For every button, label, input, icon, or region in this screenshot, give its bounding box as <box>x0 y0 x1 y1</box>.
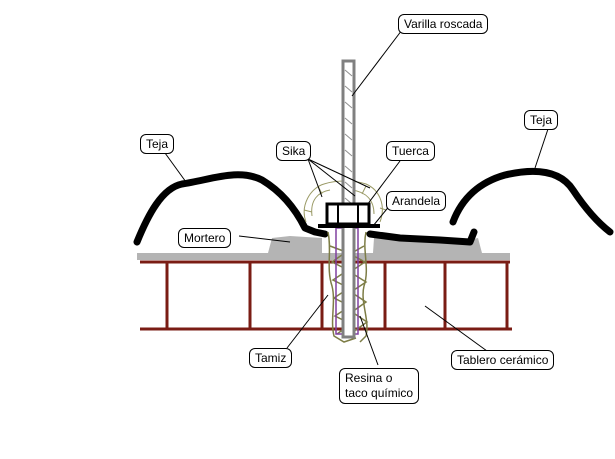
ceramic-board <box>140 260 512 331</box>
label-resin-line1: Resina o <box>345 371 393 385</box>
label-sika: Sika <box>276 141 312 161</box>
label-mesh: Tamiz <box>249 348 293 368</box>
label-mortar: Mortero <box>178 228 232 248</box>
label-resin: Resina o taco químico <box>339 368 420 404</box>
label-threaded-rod: Varilla roscada <box>398 14 489 34</box>
roof-tiles <box>133 167 614 246</box>
label-resin-line2: taco químico <box>345 386 414 400</box>
label-tile-right: Teja <box>524 110 559 130</box>
label-nut: Tuerca <box>386 141 435 161</box>
label-washer: Arandela <box>386 191 447 211</box>
washer <box>318 224 380 228</box>
nut <box>325 202 371 226</box>
threaded-rod <box>341 59 356 339</box>
label-tile-left: Teja <box>140 134 175 154</box>
label-ceramic-board: Tablero cerámico <box>451 350 555 370</box>
